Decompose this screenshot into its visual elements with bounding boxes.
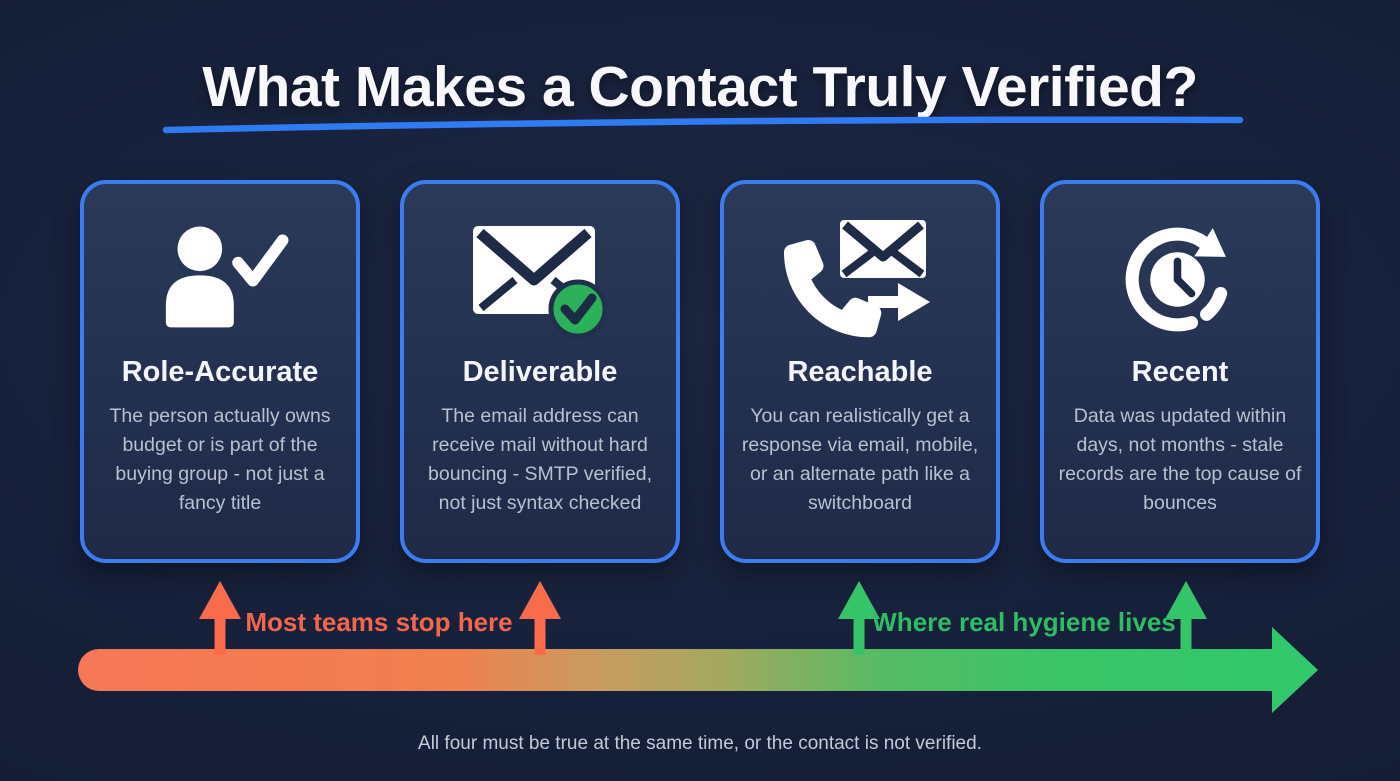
gradient-timeline-arrow bbox=[78, 581, 1318, 713]
card-title: Recent bbox=[1131, 356, 1229, 388]
clock-refresh-icon bbox=[1117, 212, 1243, 344]
phone-reach-icon bbox=[778, 212, 943, 344]
card-description: Data was updated within days, not months… bbox=[1058, 405, 1302, 514]
card-title: Deliverable bbox=[462, 356, 618, 388]
title-underline bbox=[162, 116, 1244, 134]
card-reachable: Reachable You can realistically get a re… bbox=[720, 180, 1000, 563]
card-title: Role-Accurate bbox=[121, 356, 319, 388]
up-arrow-reachable bbox=[838, 581, 880, 655]
card-recent: Recent Data was updated within days, not… bbox=[1040, 180, 1320, 563]
footer-note: All four must be true at the same time, … bbox=[418, 733, 982, 754]
page-title: What Makes a Contact Truly Verified? bbox=[202, 55, 1198, 119]
timeline-label-right: Where real hygiene lives bbox=[872, 607, 1176, 637]
criteria-card-row: Role-Accurate The person actually owns b… bbox=[80, 180, 1320, 563]
timeline-bar bbox=[78, 627, 1318, 713]
timeline-label-left: Most teams stop here bbox=[245, 607, 513, 637]
up-arrow-recent bbox=[1165, 581, 1207, 655]
card-title: Reachable bbox=[787, 356, 933, 388]
up-arrow-deliverable bbox=[519, 581, 561, 655]
card-description: The email address can receive mail witho… bbox=[428, 405, 652, 514]
up-arrow-role-accurate bbox=[199, 581, 241, 655]
card-role-accurate: Role-Accurate The person actually owns b… bbox=[80, 180, 360, 563]
card-deliverable: Deliverable The email address can receiv… bbox=[400, 180, 680, 563]
envelope-check-icon bbox=[465, 212, 615, 344]
card-description: The person actually owns budget or is pa… bbox=[109, 405, 331, 514]
person-check-icon bbox=[151, 212, 289, 344]
card-description: You can realistically get a response via… bbox=[741, 405, 979, 514]
